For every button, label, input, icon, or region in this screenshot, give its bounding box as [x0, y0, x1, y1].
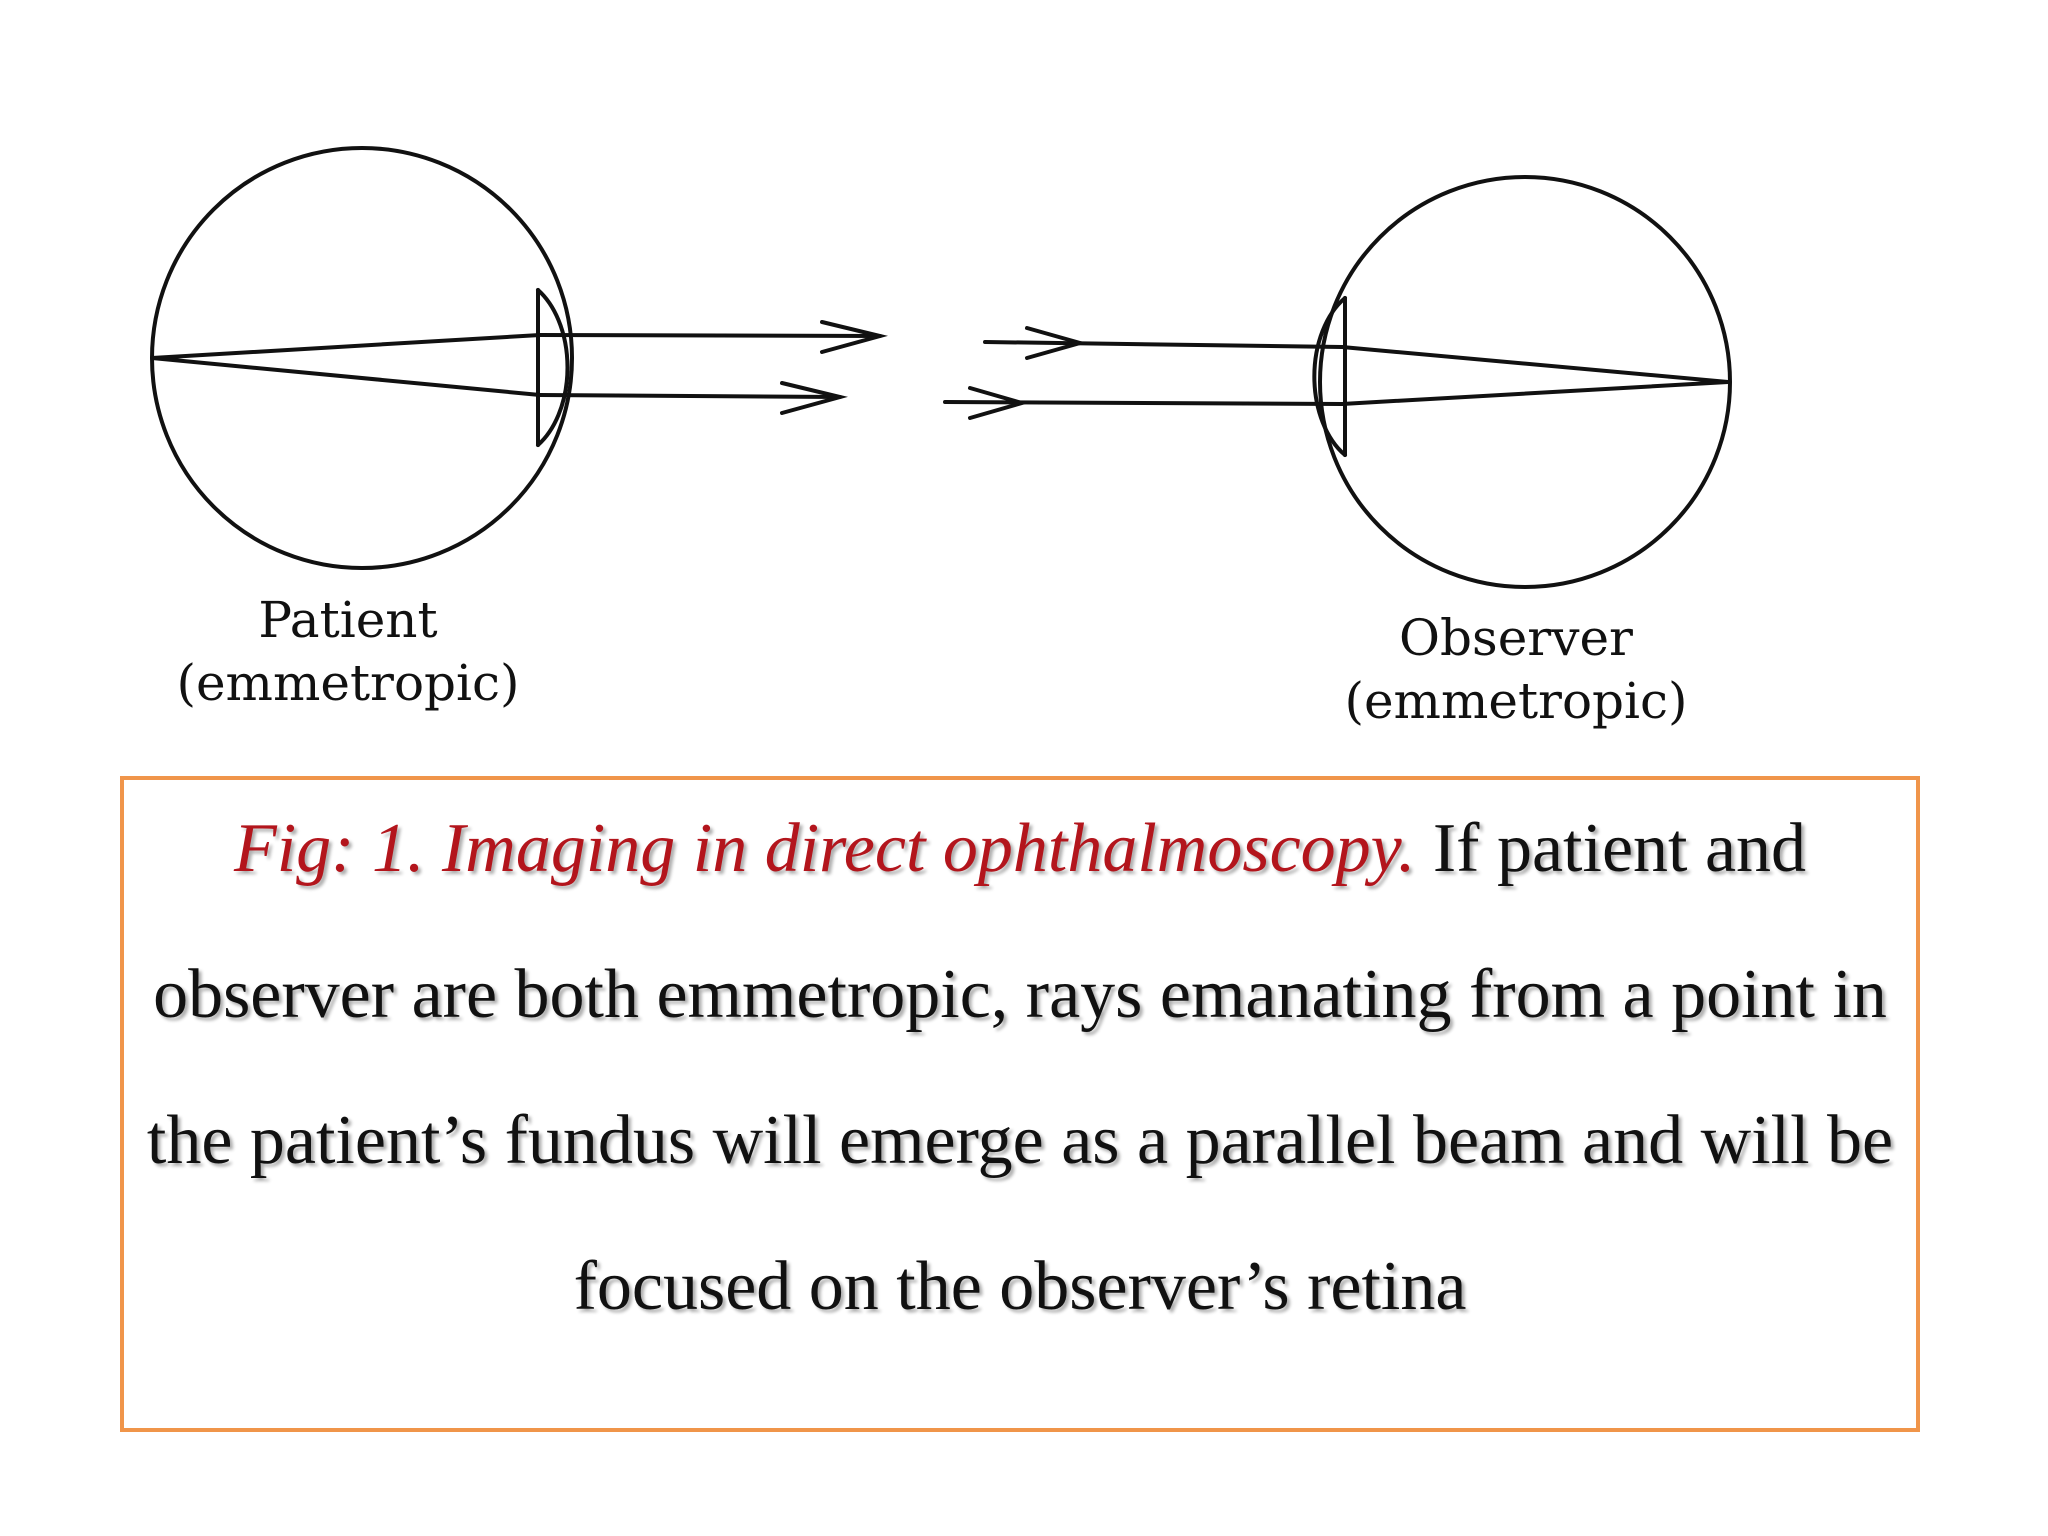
observer-beam-lower: [943, 400, 1344, 406]
observer-ray-lower: [1340, 380, 1730, 406]
patient-beam-upper: [538, 333, 882, 338]
figure-caption: Fig: 1. Imaging in direct ophthalmoscopy…: [120, 776, 1920, 1360]
observer-cornea: [1312, 296, 1347, 457]
caption-box: [120, 776, 1920, 1432]
observer-arrow-upper: [1025, 326, 1088, 360]
observer-eye: [943, 175, 1732, 589]
ophthalmoscopy-diagram: Patient (emmetropic) Observer (emmetropi…: [150, 146, 1732, 730]
patient-cornea: [536, 288, 570, 447]
patient-arrow-lower: [780, 381, 848, 415]
patient-arrow-upper: [820, 320, 888, 354]
patient-ray-upper: [150, 333, 542, 360]
observer-state-label: (emmetropic): [1344, 672, 1687, 730]
observer-beam-upper: [983, 340, 1344, 349]
patient-label: Patient: [258, 591, 437, 649]
observer-label: Observer: [1399, 609, 1633, 667]
observer-arrow-lower: [968, 386, 1030, 420]
observer-ray-upper: [1340, 345, 1730, 384]
patient-eye: [150, 146, 888, 570]
patient-state-label: (emmetropic): [176, 654, 519, 712]
patient-eyeball: [150, 146, 574, 570]
observer-eyeball: [1318, 175, 1732, 589]
figure-label: Fig: 1. Imaging in direct ophthalmoscopy…: [233, 810, 1416, 887]
caption-body: If patient and observer are both emmetro…: [146, 810, 1894, 1325]
patient-ray-lower: [150, 356, 542, 397]
patient-beam-lower: [538, 393, 842, 399]
